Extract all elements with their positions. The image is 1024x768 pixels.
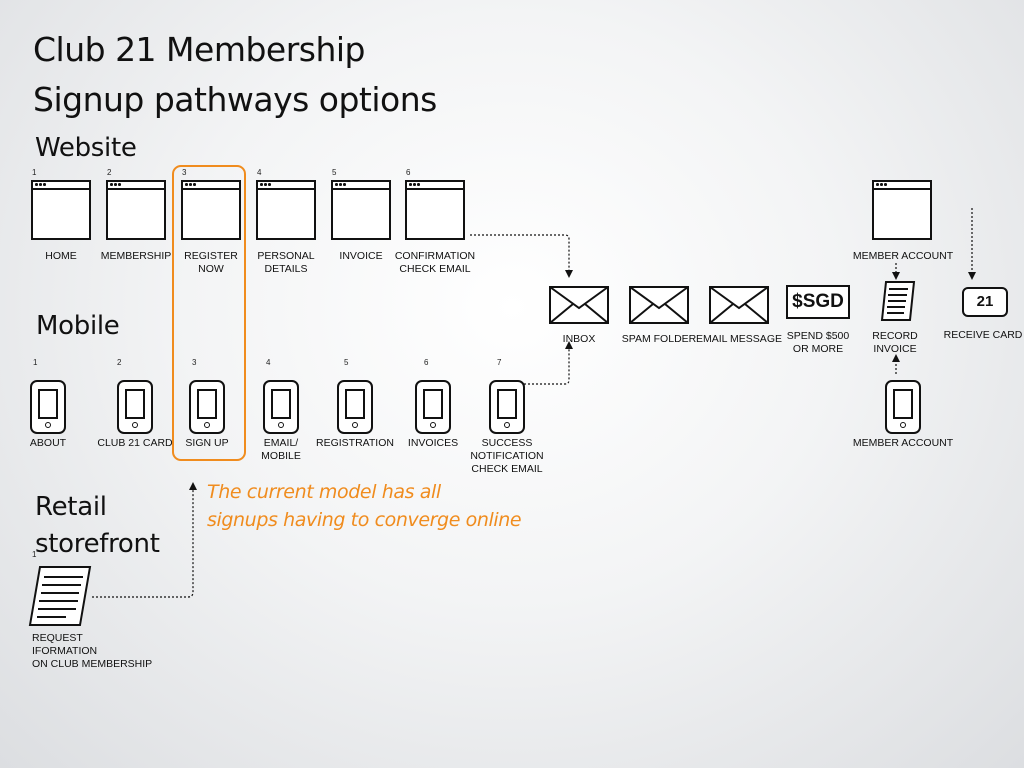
website-step-label: CONFIRMATION CHECK EMAIL bbox=[394, 250, 476, 275]
retail-request-document-icon bbox=[28, 566, 92, 626]
sgd-currency-box: $SGD bbox=[786, 285, 850, 319]
spend-label: SPEND $500 OR MORE bbox=[786, 330, 850, 355]
club21-card-icon: 21 bbox=[962, 287, 1008, 317]
page-title-line1: Club 21 Membership bbox=[33, 30, 366, 69]
annotation-line1: The current model has all bbox=[207, 481, 441, 503]
website-step-number: 6 bbox=[406, 168, 411, 177]
email-message-label: EMAIL MESSAGE bbox=[696, 333, 782, 345]
browser-window-icon bbox=[405, 180, 465, 240]
spam-envelope-icon bbox=[629, 286, 689, 324]
website-step-label: INVOICE bbox=[339, 250, 383, 262]
mobile-step-label: INVOICES bbox=[407, 437, 459, 449]
mobile-step-number: 4 bbox=[266, 358, 271, 367]
website-step-number: 2 bbox=[107, 168, 112, 177]
website-step-number: 1 bbox=[32, 168, 37, 177]
page-title-line2: Signup pathways options bbox=[33, 80, 437, 119]
mobile-step-label: CLUB 21 CARD bbox=[97, 437, 173, 449]
website-step-label: PERSONAL DETAILS bbox=[257, 250, 315, 275]
member-account-bottom-label: MEMBER ACCOUNT bbox=[852, 437, 954, 449]
member-account-browser-icon bbox=[872, 180, 932, 240]
mobile-step-number: 3 bbox=[192, 358, 197, 367]
retail-to-signup-connector bbox=[92, 482, 197, 598]
mobile-step-label: EMAIL/ MOBILE bbox=[261, 437, 301, 462]
retail-request-label: REQUEST IFORMATION ON CLUB MEMBERSHIP bbox=[32, 632, 153, 670]
browser-window-icon bbox=[181, 180, 241, 240]
mobile-step-label: REGISTRATION bbox=[316, 437, 394, 449]
mobile-phone-icon bbox=[337, 380, 373, 434]
retail-section-label-1: Retail bbox=[35, 492, 107, 522]
website-step-number: 3 bbox=[182, 168, 187, 177]
website-step-label: HOME bbox=[45, 250, 77, 262]
retail-step-number: 1 bbox=[32, 550, 37, 559]
website-to-inbox-connector bbox=[470, 234, 573, 278]
register-highlight-frame bbox=[172, 165, 246, 461]
email-message-envelope-icon bbox=[709, 286, 769, 324]
website-step-number: 5 bbox=[332, 168, 337, 177]
browser-window-icon bbox=[331, 180, 391, 240]
mobile-step-number: 2 bbox=[117, 358, 122, 367]
member-account-phone-icon bbox=[885, 380, 921, 434]
mobile-phone-icon bbox=[117, 380, 153, 434]
website-step-number: 4 bbox=[257, 168, 262, 177]
inbox-envelope-icon bbox=[549, 286, 609, 324]
mobile-step-number: 6 bbox=[424, 358, 429, 367]
mobile-step-label: ABOUT bbox=[29, 437, 67, 449]
member-account-top-label: MEMBER ACCOUNT bbox=[852, 250, 954, 262]
mobile-phone-icon bbox=[189, 380, 225, 434]
mobile-step-label: SIGN UP bbox=[185, 437, 229, 449]
receipt-icon bbox=[880, 281, 916, 321]
receive-card-label: RECEIVE CARD bbox=[943, 329, 1023, 341]
mobile-section-label: Mobile bbox=[36, 311, 120, 341]
browser-window-icon bbox=[31, 180, 91, 240]
annotation-line2: signups having to converge online bbox=[207, 509, 522, 531]
spam-folder-label: SPAM FOLDER bbox=[621, 333, 697, 345]
mobile-step-number: 7 bbox=[497, 358, 502, 367]
mobile-phone-icon bbox=[263, 380, 299, 434]
retail-section-label-2: storefront bbox=[35, 529, 160, 559]
mobile-step-number: 5 bbox=[344, 358, 349, 367]
inbox-label: INBOX bbox=[562, 333, 596, 345]
mobile-phone-icon bbox=[415, 380, 451, 434]
mobile-phone-icon bbox=[30, 380, 66, 434]
annotation-note: The current model has all signups having… bbox=[207, 478, 522, 534]
mobile-step-label: SUCCESS NOTIFICATION CHECK EMAIL bbox=[470, 437, 544, 475]
mobile-to-inbox-connector bbox=[524, 341, 573, 385]
website-step-label: REGISTER NOW bbox=[184, 250, 238, 275]
browser-window-icon bbox=[106, 180, 166, 240]
mobile-step-number: 1 bbox=[33, 358, 38, 367]
record-invoice-label: RECORD INVOICE bbox=[872, 330, 918, 355]
website-step-label: MEMBERSHIP bbox=[100, 250, 172, 262]
website-section-label: Website bbox=[35, 133, 137, 163]
browser-window-icon bbox=[256, 180, 316, 240]
mobile-phone-icon bbox=[489, 380, 525, 434]
